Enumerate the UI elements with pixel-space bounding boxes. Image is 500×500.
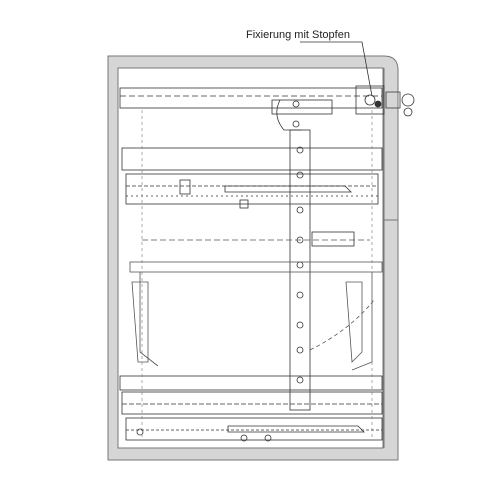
cabinet-carcass (107, 55, 399, 461)
side-guides (141, 110, 373, 440)
callout-label: Fixierung mit Stopfen (246, 29, 350, 41)
callout-leader (300, 41, 373, 97)
top-rail (119, 85, 415, 131)
lower-drawer (119, 375, 383, 442)
upper-drawer (121, 147, 383, 209)
center-column (289, 129, 355, 411)
